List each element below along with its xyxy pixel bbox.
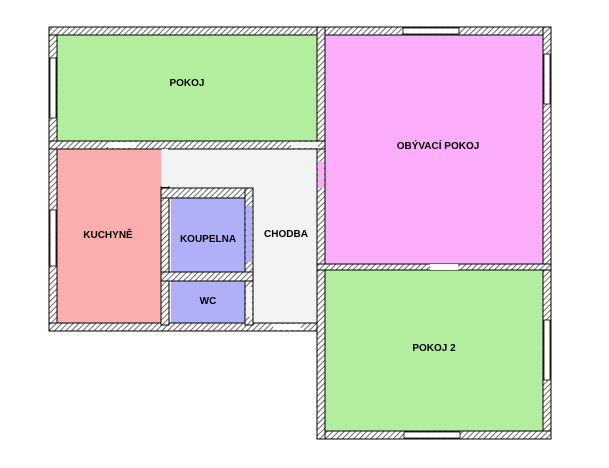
- label-koupelna: KOUPELNA: [180, 234, 236, 245]
- door-koupelna: [246, 206, 252, 262]
- door-kitchen: [162, 149, 168, 187]
- wall-koupelna-wc: [160, 271, 254, 282]
- label-pokoj: POKOJ: [169, 78, 204, 89]
- wall-middle-vertical: [316, 26, 326, 440]
- window-pokoj2-bottom: [403, 431, 461, 439]
- windows: [49, 27, 551, 439]
- wall-pokoj-bottom: [48, 140, 326, 150]
- label-obyvaci-pokoj: OBÝVACÍ POKOJ: [397, 139, 480, 152]
- room-pokoj2: [325, 270, 543, 431]
- room-kuchyne: [57, 149, 161, 323]
- doors: [108, 142, 458, 330]
- room-obyvaci-pokoj: [325, 35, 543, 264]
- window-kitchen-left: [49, 209, 57, 267]
- wall-koupelna-top: [160, 187, 254, 199]
- room-koupelna: [171, 198, 245, 272]
- window-obyvaci-right: [543, 53, 551, 105]
- door-obyvaci: [318, 162, 324, 188]
- window-pokoj2-right: [543, 319, 551, 381]
- label-wc: WC: [200, 296, 217, 307]
- window-obyvaci-top: [402, 27, 460, 35]
- window-pokoj-left: [49, 57, 57, 119]
- door-pokoj: [108, 142, 136, 148]
- door-pokoj-hall: [291, 142, 318, 148]
- door-wc: [246, 287, 252, 317]
- door-entrance: [273, 324, 301, 330]
- room-pokoj: [57, 35, 317, 141]
- wall-kitchen-right: [160, 186, 170, 326]
- label-chodba: CHODBA: [264, 229, 308, 240]
- door-obyvaci-pokoj2: [430, 264, 458, 270]
- wall-outer-top-left: [48, 26, 326, 36]
- room-wc: [171, 281, 245, 323]
- label-kuchyne: KUCHYNĚ: [83, 228, 133, 241]
- label-pokoj2: POKOJ 2: [412, 343, 456, 354]
